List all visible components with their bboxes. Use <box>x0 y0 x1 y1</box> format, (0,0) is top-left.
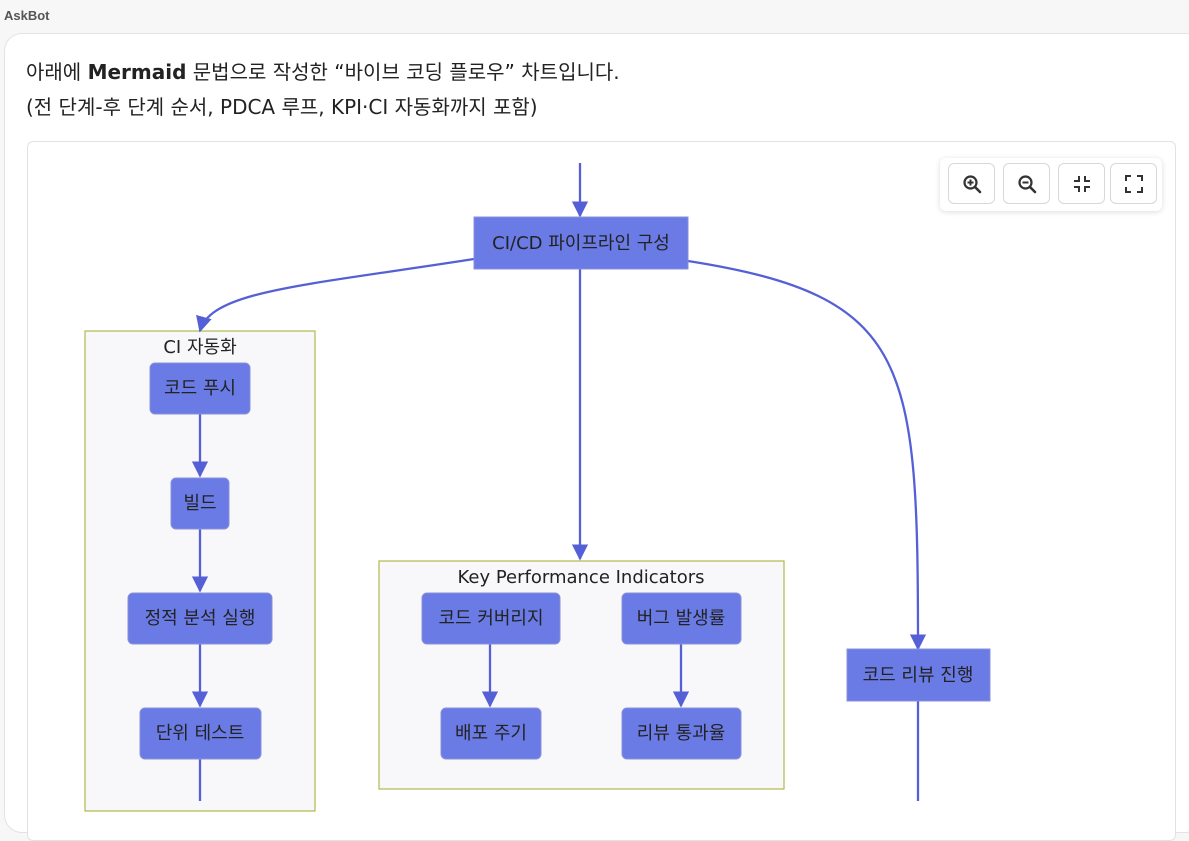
node-static-analysis[interactable]: 정적 분석 실행 <box>127 592 273 645</box>
collapse-icon <box>1073 175 1090 192</box>
node-code-push[interactable]: 코드 푸시 <box>149 362 251 415</box>
app-title: AskBot <box>4 8 50 23</box>
message-line-2: (전 단계-후 단계 순서, PDCA 루프, KPI·CI 자동화까지 포함) <box>26 95 538 119</box>
message-line-1-prefix: 아래에 <box>26 60 88 84</box>
node-code-coverage[interactable]: 코드 커버리지 <box>421 592 561 645</box>
message-line-1: 아래에 Mermaid 문법으로 작성한 “바이브 코딩 플로우” 차트입니다. <box>26 56 620 85</box>
node-cicd-pipeline-label: CI/CD 파이프라인 구성 <box>492 233 670 254</box>
edge-top-to-ci <box>196 257 475 333</box>
node-code-review[interactable]: 코드 리뷰 진행 <box>846 648 991 702</box>
node-review-pass-rate-label: 리뷰 통과율 <box>637 723 726 744</box>
zoom-in-button[interactable] <box>948 163 995 204</box>
zoom-in-icon <box>962 174 981 193</box>
node-deploy-cycle[interactable]: 배포 주기 <box>440 707 542 760</box>
message-line-1-suffix: 문법으로 작성한 “바이브 코딩 플로우” 차트입니다. <box>186 60 620 84</box>
expand-icon <box>1124 174 1143 193</box>
edge-top-to-review <box>687 259 927 651</box>
diagram-controls <box>940 158 1162 211</box>
node-cicd-pipeline[interactable]: CI/CD 파이프라인 구성 <box>473 216 689 270</box>
fullscreen-button[interactable] <box>1110 163 1157 204</box>
zoom-out-icon <box>1017 174 1036 193</box>
node-code-push-label: 코드 푸시 <box>164 378 236 399</box>
node-bug-rate[interactable]: 버그 발생률 <box>621 592 742 645</box>
node-unit-test-label: 단위 테스트 <box>156 723 245 744</box>
node-build[interactable]: 빌드 <box>170 477 230 530</box>
node-code-review-label: 코드 리뷰 진행 <box>863 665 974 686</box>
node-build-label: 빌드 <box>183 493 216 514</box>
message-line-1-bold: Mermaid <box>87 60 187 84</box>
flowchart-svg: CI 자동화 Key Performance Indicators CI/CD … <box>84 163 991 812</box>
node-bug-rate-label: 버그 발생률 <box>637 608 726 629</box>
ci-cluster-title: CI 자동화 <box>163 337 236 358</box>
node-review-pass-rate[interactable]: 리뷰 통과율 <box>621 707 742 760</box>
node-unit-test[interactable]: 단위 테스트 <box>139 707 262 760</box>
zoom-out-button[interactable] <box>1003 163 1050 204</box>
node-static-analysis-label: 정적 분석 실행 <box>145 608 256 629</box>
fit-view-button[interactable] <box>1058 163 1105 204</box>
mermaid-diagram[interactable]: CI 자동화 Key Performance Indicators CI/CD … <box>27 141 1176 841</box>
node-code-coverage-label: 코드 커버리지 <box>438 608 543 629</box>
kpi-cluster-title: Key Performance Indicators <box>457 567 704 588</box>
node-deploy-cycle-label: 배포 주기 <box>455 723 527 744</box>
